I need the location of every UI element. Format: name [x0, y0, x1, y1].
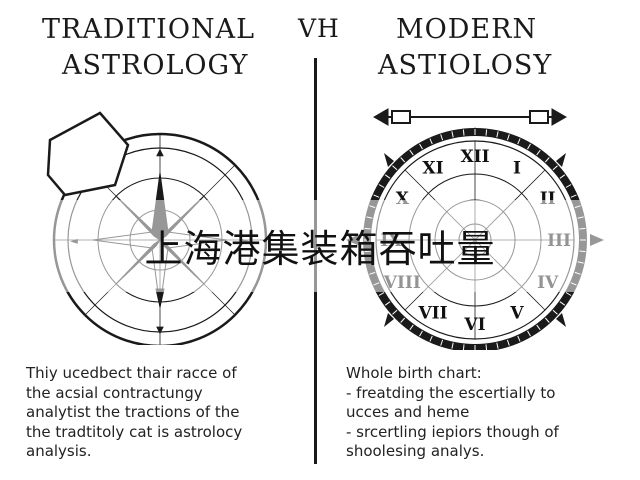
wheel-tick — [429, 335, 433, 342]
wheel-numeral: V — [509, 304, 524, 324]
wheel-numeral: XI — [422, 158, 443, 178]
wheel-tick — [485, 344, 488, 350]
wheel-tick — [506, 339, 510, 346]
wheel-tick — [565, 292, 572, 296]
title-astrology-left: ASTROLOGY — [62, 50, 249, 81]
wheel-tick — [378, 184, 385, 188]
watermark-band — [0, 200, 640, 292]
wheel-tick — [409, 324, 414, 331]
wheel-tick — [552, 309, 558, 315]
svg-text:▼: ▼ — [156, 325, 164, 336]
svg-text:▲: ▲ — [156, 147, 164, 158]
wheel-tick — [536, 324, 541, 331]
wheel-tick — [462, 344, 465, 350]
wheel-tick — [373, 194, 380, 198]
wheel-tick — [485, 129, 488, 136]
wheel-tick — [544, 157, 550, 163]
wheel-numeral: I — [513, 158, 521, 178]
versus-label: VH — [298, 14, 340, 43]
title-astrology-right: ASTIOLOSY — [378, 50, 553, 81]
wheel-tick — [462, 129, 465, 136]
wheel-tick — [409, 149, 414, 156]
traditional-description: Thiy ucedbect thair racce of the acsial … — [26, 364, 243, 460]
wheel-tick — [429, 138, 433, 145]
wheel-tick — [419, 330, 423, 337]
wheel-tick — [496, 342, 499, 349]
title-traditional: TRADITIONAL — [42, 14, 256, 45]
wheel-tick — [496, 131, 499, 138]
wheel-tick — [559, 174, 566, 179]
wheel-tick — [440, 134, 444, 141]
wheel-tick — [527, 143, 531, 150]
wheel-tick — [517, 335, 521, 342]
watermark-text: 上海港集装箱吞吐量 — [144, 227, 496, 271]
wheel-tick — [400, 157, 406, 163]
wheel-tick — [392, 165, 398, 171]
wheel-numeral: XII — [460, 147, 489, 167]
wheel-tick — [451, 131, 454, 138]
wheel-tick — [517, 138, 521, 145]
wheel-tick — [384, 301, 391, 306]
wheel-tick — [451, 342, 454, 349]
wheel-tick — [392, 309, 398, 315]
wheel-tick — [552, 165, 558, 171]
wheel-tick — [544, 317, 550, 323]
wheel-tick — [440, 339, 444, 346]
title-modern: MODERN — [396, 14, 538, 45]
wheel-tick — [400, 317, 406, 323]
wheel-tick — [536, 149, 541, 156]
wheel-tick — [527, 330, 531, 337]
wheel-tick — [570, 194, 577, 198]
wheel-numeral: VII — [417, 304, 447, 324]
wheel-tick — [506, 134, 510, 141]
wheel-numeral: VI — [463, 315, 485, 335]
modern-description: Whole birth chart: - freatding the escer… — [346, 364, 559, 460]
wheel-tick — [419, 143, 423, 150]
wheel-tick — [384, 174, 391, 179]
wheel-tick — [565, 184, 572, 188]
wheel-tick — [559, 301, 566, 306]
wheel-tick — [378, 292, 385, 296]
